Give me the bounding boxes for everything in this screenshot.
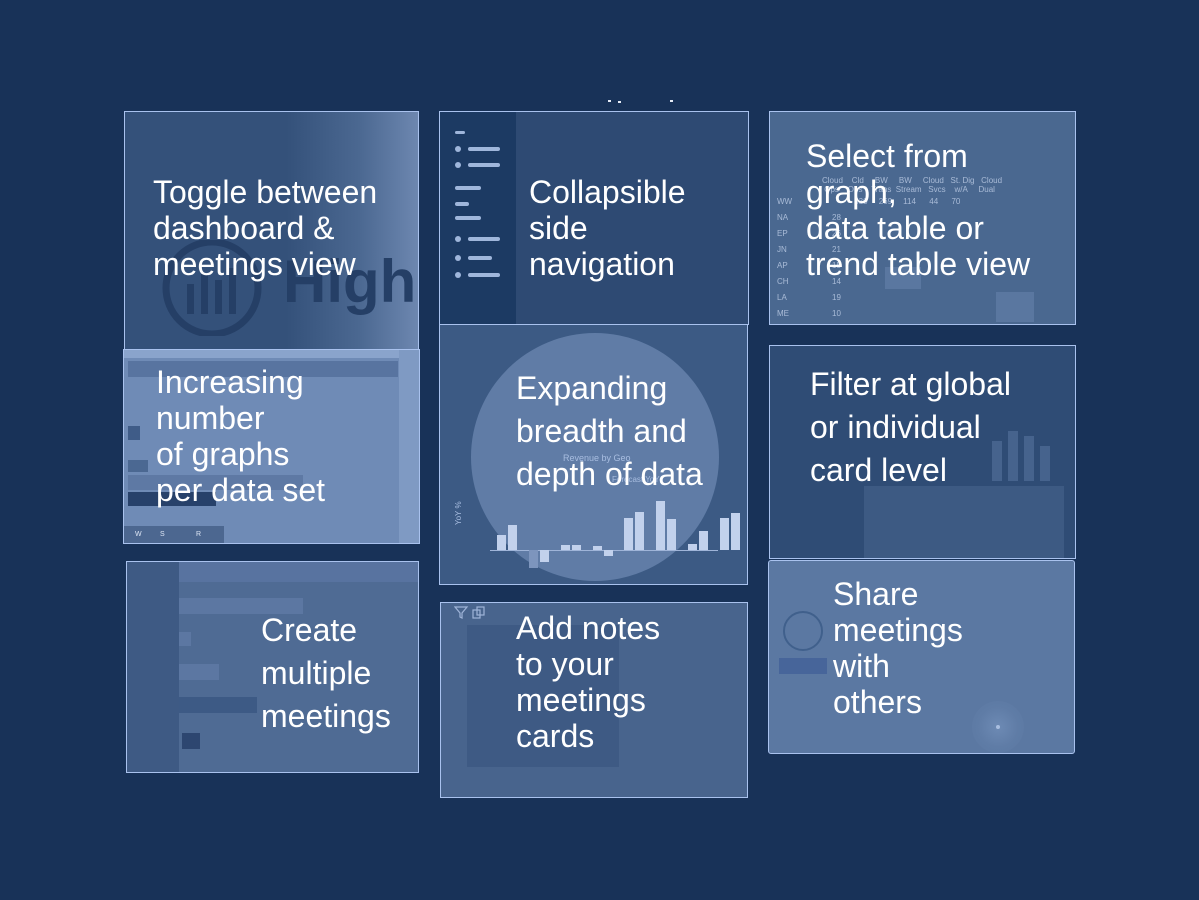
chart-bar — [688, 544, 697, 550]
table-row-values: 26 — [832, 229, 841, 238]
meetings-sidebar — [127, 562, 179, 772]
table-row-code: WW — [777, 197, 793, 206]
feature-caption: Share meetings with others — [833, 576, 963, 720]
chart-bar — [529, 550, 538, 568]
graph-bar — [128, 361, 398, 377]
table-row-code: NA — [777, 213, 789, 222]
table-row-code: CH — [777, 277, 789, 286]
filter-bar — [992, 441, 1002, 481]
meeting-item — [179, 664, 219, 680]
filter-bar — [1024, 436, 1034, 481]
graph-bar — [128, 460, 148, 472]
card-right-strip — [399, 350, 419, 543]
feature-caption: Expanding breadth and depth of data — [516, 370, 703, 492]
table-header: Cloud Cld BW BW Cloud St. Dig Cloud Ops … — [822, 176, 1003, 194]
feature-card-side-navigation: Collapsible side navigation — [439, 111, 749, 325]
feature-caption: Add notes to your meetings cards — [516, 610, 661, 754]
feature-card-toggle-view: High I Toggle between dashboard & meetin… — [124, 111, 419, 351]
copy-icon[interactable] — [472, 606, 486, 620]
chart-axis-label: YoY % — [454, 501, 463, 525]
table-row-values: 14 — [832, 277, 841, 286]
logo-mark-icon — [162, 240, 262, 336]
tab-r[interactable]: R — [196, 531, 202, 538]
top-decoration — [608, 100, 673, 103]
card-top-strip — [124, 350, 419, 358]
table-values: 330 269 114 44 70 28 26 21 15 14 19 10 — [832, 194, 960, 322]
feature-caption: Filter at global or individual card leve… — [810, 366, 1011, 488]
share-dot-icon — [996, 725, 1000, 729]
feature-card-more-graphs: W S R Increasing number of graphs per da… — [123, 349, 420, 544]
graph-bar — [128, 492, 216, 506]
feature-caption: Increasing number of graphs per data set — [156, 364, 325, 508]
filter-icon[interactable] — [454, 606, 470, 620]
chart-bar — [561, 545, 570, 550]
chart-subtitle: Forecast YoY — [612, 475, 660, 484]
table-highlight — [885, 267, 921, 289]
table-row-code: LA — [777, 293, 787, 302]
graph-bar — [128, 426, 140, 440]
feature-caption: Toggle between dashboard & meetings view — [153, 174, 378, 282]
tab-w[interactable]: W — [135, 531, 142, 538]
table-row-code: ME — [777, 309, 789, 318]
tab-strip: W S R — [124, 526, 224, 543]
share-bar — [779, 658, 827, 674]
filter-panel — [864, 486, 1064, 558]
chart-bar — [667, 519, 676, 550]
feature-card-data-depth: Revenue by Geo Forecast YoY YoY % Expand… — [439, 324, 748, 585]
table-row-values: 15 — [832, 261, 841, 270]
chart-bar — [604, 550, 613, 556]
table-codes: WW NA EP JN AP CH LA ME — [777, 194, 792, 322]
meetings-topbar — [179, 562, 418, 582]
notes-panel — [467, 625, 619, 767]
chart-bar — [656, 501, 665, 550]
feature-caption: Collapsible side navigation — [529, 174, 686, 282]
feature-card-filter: Filter at global or individual card leve… — [769, 345, 1076, 559]
meetings-bottom-icon[interactable] — [182, 733, 200, 749]
meeting-item — [179, 632, 191, 646]
logo-wordmark: High I — [283, 248, 418, 315]
side-nav-panel — [440, 112, 516, 324]
chart-bar — [699, 531, 708, 550]
chart-title: Revenue by Geo — [563, 453, 631, 463]
feature-card-create-meetings: Create multiple meetings — [126, 561, 419, 773]
filter-bar — [1040, 446, 1050, 481]
table-row-values: 21 — [832, 245, 841, 254]
chart-bar — [497, 535, 506, 550]
filter-bar — [1008, 431, 1018, 481]
chart-bar — [624, 518, 633, 550]
avatar-ring — [783, 611, 823, 651]
feature-caption: Create multiple meetings — [261, 612, 391, 734]
tab-s[interactable]: S — [160, 531, 165, 538]
feature-card-share: Share meetings with others — [768, 560, 1075, 754]
table-row-code: AP — [777, 261, 788, 270]
table-row-values: 19 — [832, 293, 841, 302]
table-row-code: EP — [777, 229, 788, 238]
chart-bar — [572, 545, 581, 550]
feature-card-view-selection: Cloud Cld BW BW Cloud St. Dig Cloud Ops … — [769, 111, 1076, 325]
chart-bar — [731, 513, 740, 550]
table-row-values: 330 269 114 44 70 — [832, 197, 961, 206]
graph-bar — [128, 475, 303, 490]
chart-bar — [508, 525, 517, 550]
meeting-item — [179, 598, 303, 614]
table-highlight — [996, 292, 1034, 322]
feature-card-notes: Add notes to your meetings cards — [440, 602, 748, 798]
meeting-item — [179, 697, 257, 713]
chart-bar — [540, 550, 549, 562]
table-row-code: JN — [777, 245, 787, 254]
chart-bar — [720, 518, 729, 550]
chart-bar — [635, 512, 644, 550]
table-row-values: 28 — [832, 213, 841, 222]
feature-caption: Select from graph, data table or trend t… — [806, 138, 1031, 282]
chart-bar — [593, 546, 602, 550]
table-row-values: 10 — [832, 309, 841, 318]
